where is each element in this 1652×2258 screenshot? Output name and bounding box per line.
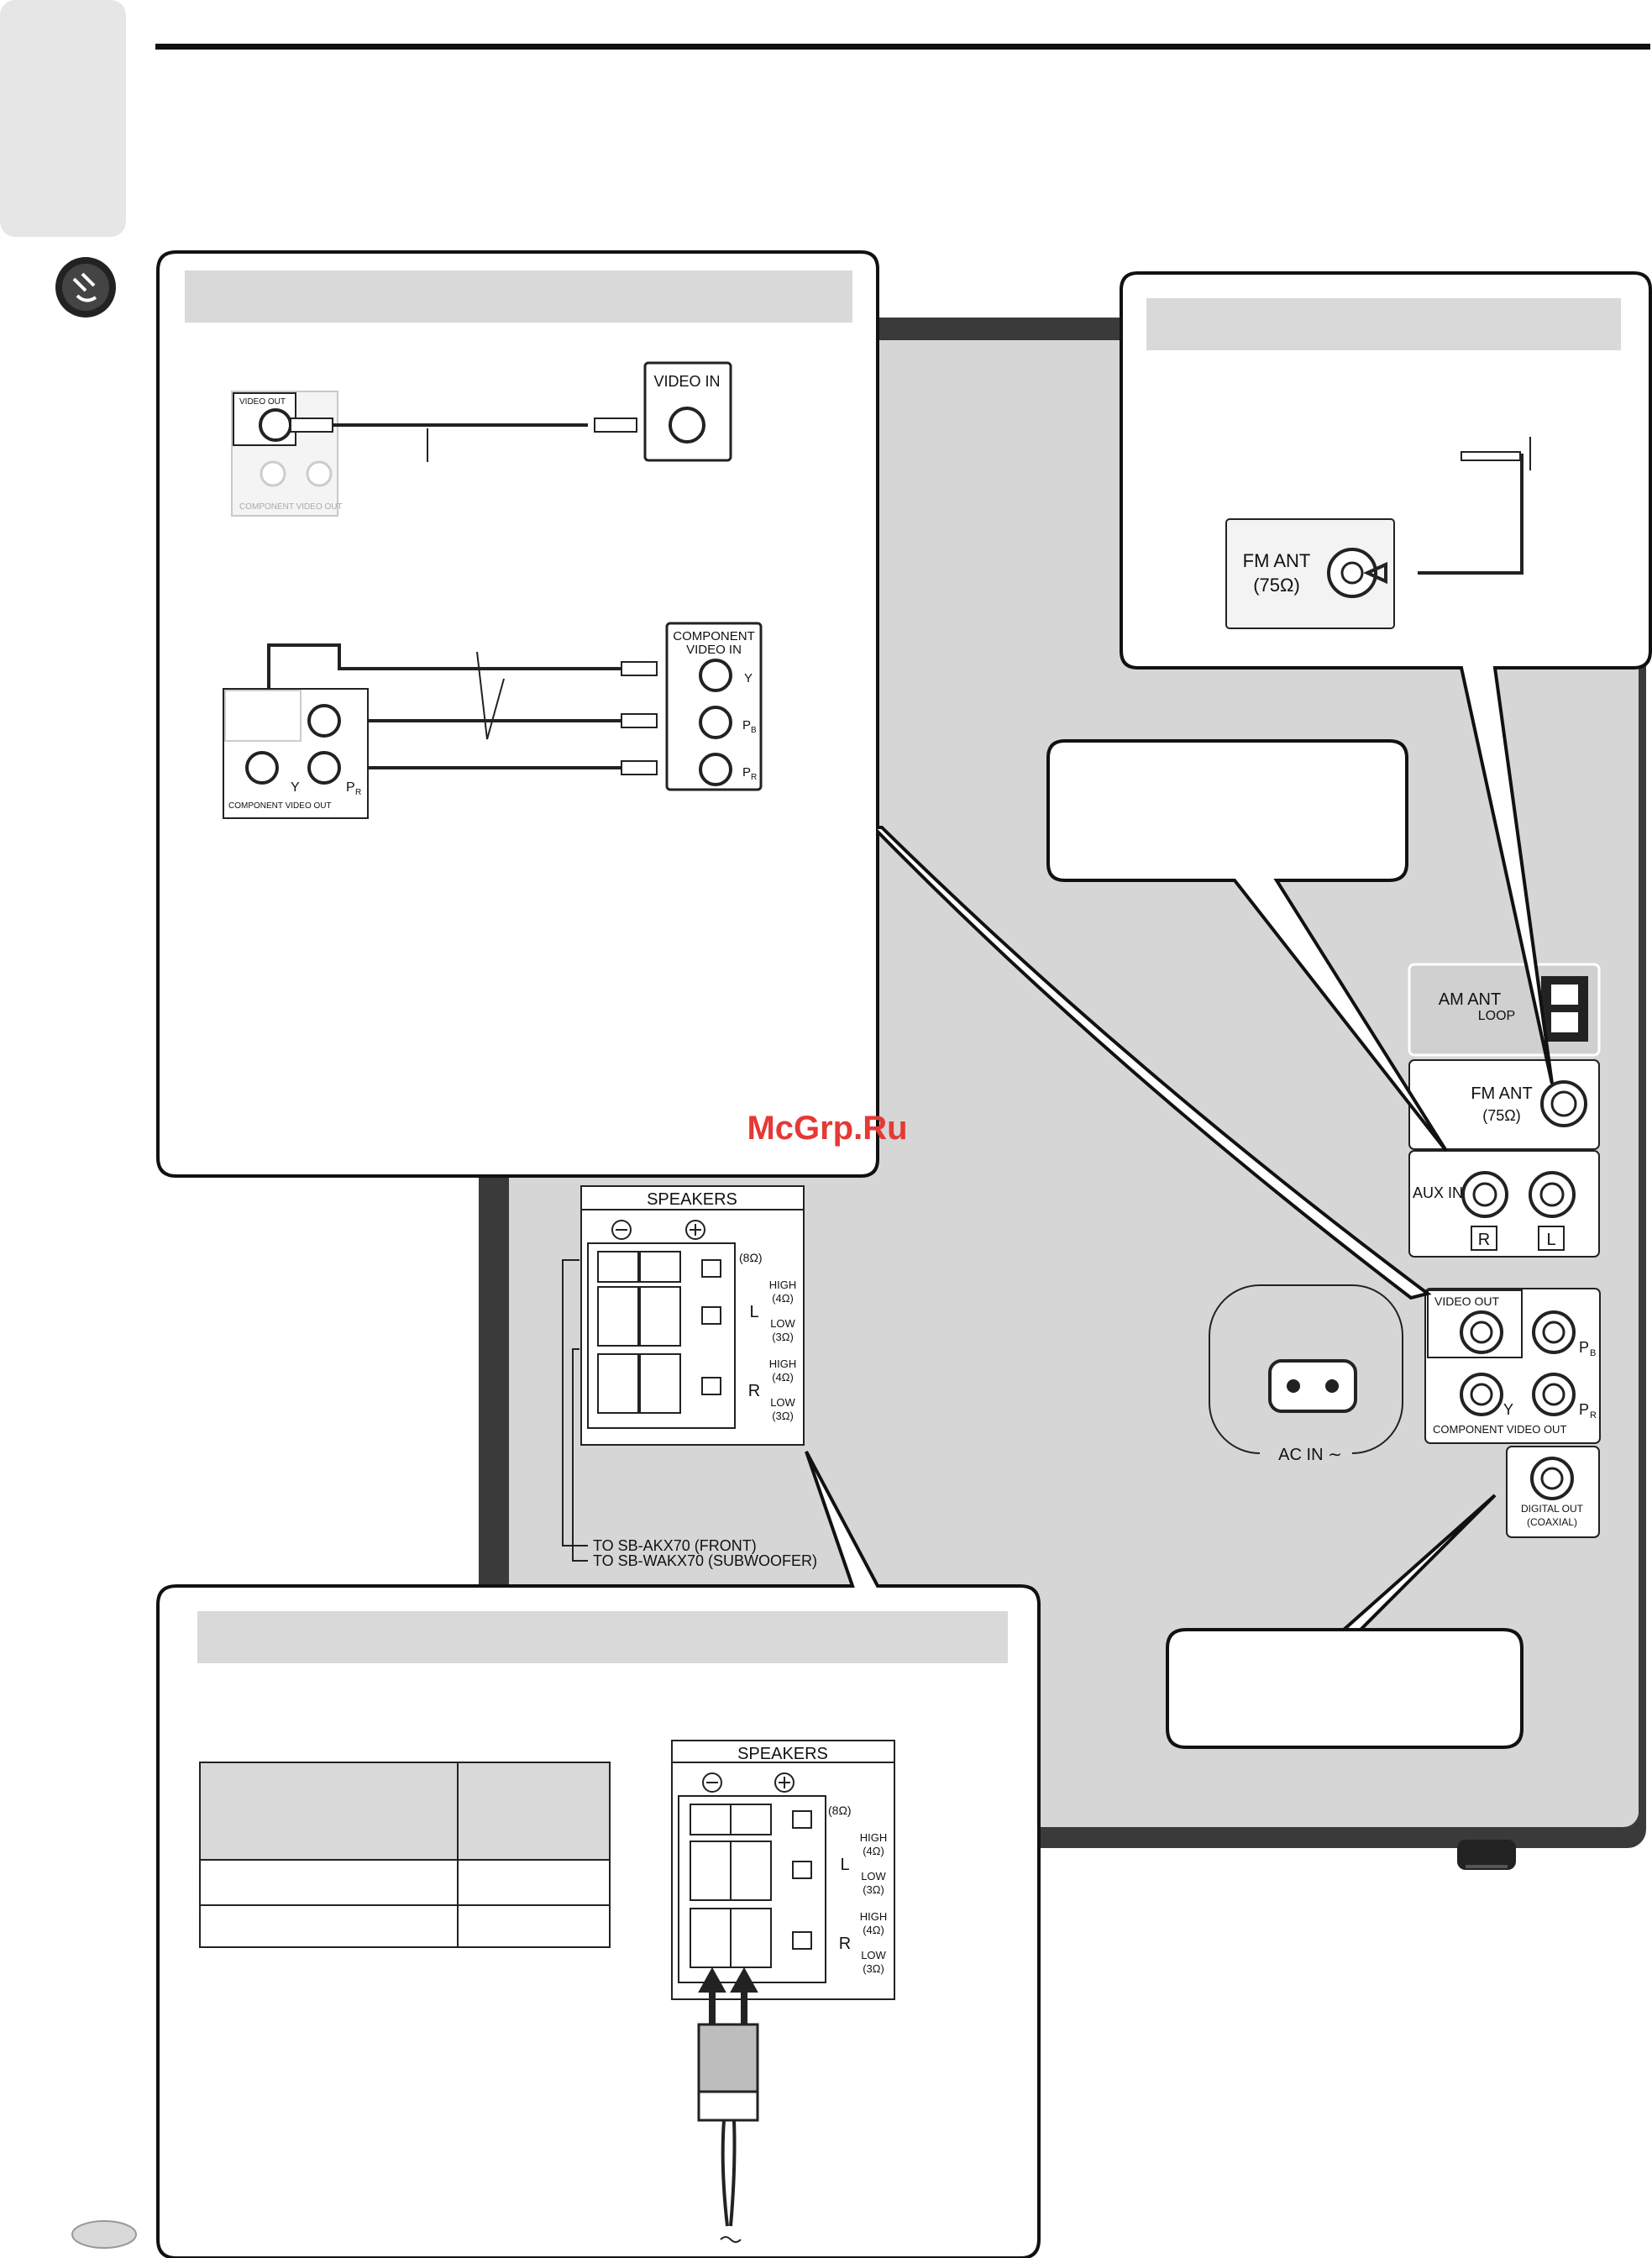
am-antenna-terminal: AM ANT LOOP: [1408, 963, 1601, 1057]
rear-low-r: LOW: [770, 1396, 795, 1409]
rear-component-video-out-label: COMPONENT VIDEO OUT: [1433, 1423, 1566, 1436]
sp-high-r: HIGH: [860, 1910, 888, 1923]
video-connection-panel: VIDEO OUT VIDEO IN COMPONENT VIDEO OUT Y…: [156, 250, 1432, 1300]
rear-pb-sub: B: [1590, 1348, 1596, 1358]
speaker-terminal-rear: SPEAKERS (8Ω) HIGH (4Ω) LOW (3Ω) L HIGH …: [562, 1185, 817, 1569]
rear-y-label: Y: [1503, 1401, 1513, 1418]
rear-high-ohm-r: (4Ω): [772, 1371, 794, 1384]
to-front-label: TO SB-AKX70 (FRONT): [593, 1537, 757, 1554]
sp-low-ohm-r: (3Ω): [863, 1962, 884, 1975]
sp-low-r: LOW: [861, 1949, 886, 1961]
sp-low-l: LOW: [861, 1870, 886, 1883]
sp-high-ohm-l: (4Ω): [863, 1845, 884, 1857]
sp-low-ohm-l: (3Ω): [863, 1883, 884, 1896]
vp-component-in-2: VIDEO IN: [686, 643, 742, 657]
vp-in-pr-label: P: [742, 765, 751, 780]
speaker-connection-panel: SPEAKERS (8Ω) HIGH (4Ω) LOW (3Ω) L HIGH …: [156, 1451, 1041, 2258]
ap-ohm-label: (75Ω): [1253, 575, 1300, 596]
rear-pr-label: P: [1579, 1401, 1589, 1418]
vp-in-pb-label: P: [742, 718, 751, 733]
digital-out-jack: DIGITAL OUT (COAXIAL): [1506, 1446, 1600, 1538]
digital-out-callout: [1166, 1494, 1524, 1749]
plug-icon: [55, 257, 116, 318]
to-sub-label: TO SB-WAKX70 (SUBWOOFER): [593, 1552, 817, 1569]
ac-in-label: AC IN ∼: [1278, 1446, 1342, 1464]
ac-inlet: AC IN ∼: [1209, 1284, 1403, 1464]
vp-component-out-label: COMPONENT VIDEO OUT: [228, 801, 332, 811]
vp-in-y-label: Y: [744, 671, 753, 685]
vp-pr-label: P: [346, 780, 355, 795]
rear-low-ohm-l: (3Ω): [772, 1331, 794, 1343]
rear-high-ohm-l: (4Ω): [772, 1292, 794, 1305]
fm-ant-label: FM ANT: [1471, 1084, 1532, 1103]
vp-in-pr-sub: R: [751, 773, 757, 782]
rear-video-out-label: VIDEO OUT: [1434, 1294, 1499, 1308]
vp-pr-sub: R: [355, 788, 361, 797]
sp-speakers-title: SPEAKERS: [737, 1745, 828, 1763]
vp-video-out-label: VIDEO OUT: [239, 397, 286, 407]
vp-video-in-label: VIDEO IN: [653, 373, 720, 390]
sp-high-l: HIGH: [860, 1831, 888, 1844]
speaker-table: [199, 1762, 611, 1948]
loop-label: LOOP: [1478, 1009, 1515, 1023]
rear-high-r: HIGH: [769, 1357, 797, 1370]
header-rule: [155, 44, 1650, 50]
rear-l-badge: L: [749, 1303, 758, 1321]
rear-low-l: LOW: [770, 1317, 795, 1330]
vp-in-pb-sub: B: [751, 726, 757, 735]
aux-l-label: L: [1546, 1231, 1555, 1249]
chapter-tab: [0, 0, 126, 237]
rear-pb-label: P: [1579, 1339, 1589, 1356]
video-out-jacks: VIDEO OUT P B Y P R COMPONENT VIDEO OUT: [1424, 1288, 1601, 1444]
aux-in-label: AUX IN: [1413, 1184, 1463, 1201]
vp-y-label: Y: [291, 780, 300, 795]
aux-r-label: R: [1478, 1231, 1490, 1249]
rear-speakers-title: SPEAKERS: [647, 1190, 737, 1209]
rear-low-ohm-r: (3Ω): [772, 1410, 794, 1422]
sp-l-badge: L: [840, 1856, 849, 1874]
fm-ohm-label: (75Ω): [1482, 1107, 1520, 1124]
aux-in-jacks: AUX IN R L: [1408, 1150, 1600, 1258]
ap-fm-ant-label: FM ANT: [1243, 550, 1311, 571]
vp-component-in-1: COMPONENT: [673, 629, 755, 643]
sp-high-ohm-r: (4Ω): [863, 1924, 884, 1936]
rear-ohm8: (8Ω): [739, 1251, 763, 1264]
am-ant-label: AM ANT: [1439, 990, 1501, 1009]
aux-callout: [1046, 739, 1448, 1153]
svg-text:COMPONENT VIDEO OUT: COMPONENT VIDEO OUT: [239, 502, 343, 512]
digital-out-label: DIGITAL OUT: [1521, 1503, 1584, 1515]
sp-r-badge: R: [839, 1935, 851, 1953]
rear-pr-sub: R: [1590, 1410, 1597, 1420]
sp-ohm8: (8Ω): [828, 1804, 852, 1817]
coaxial-label: (COAXIAL): [1527, 1516, 1577, 1528]
rear-r-badge: R: [748, 1382, 760, 1400]
rear-high-l: HIGH: [769, 1279, 797, 1291]
page-number-oval: [71, 2220, 137, 2249]
watermark-text: McGrp.Ru: [747, 1110, 907, 1147]
speaker-plug: [697, 1967, 759, 2243]
fm-antenna-panel: FM ANT (75Ω): [1120, 271, 1652, 1084]
